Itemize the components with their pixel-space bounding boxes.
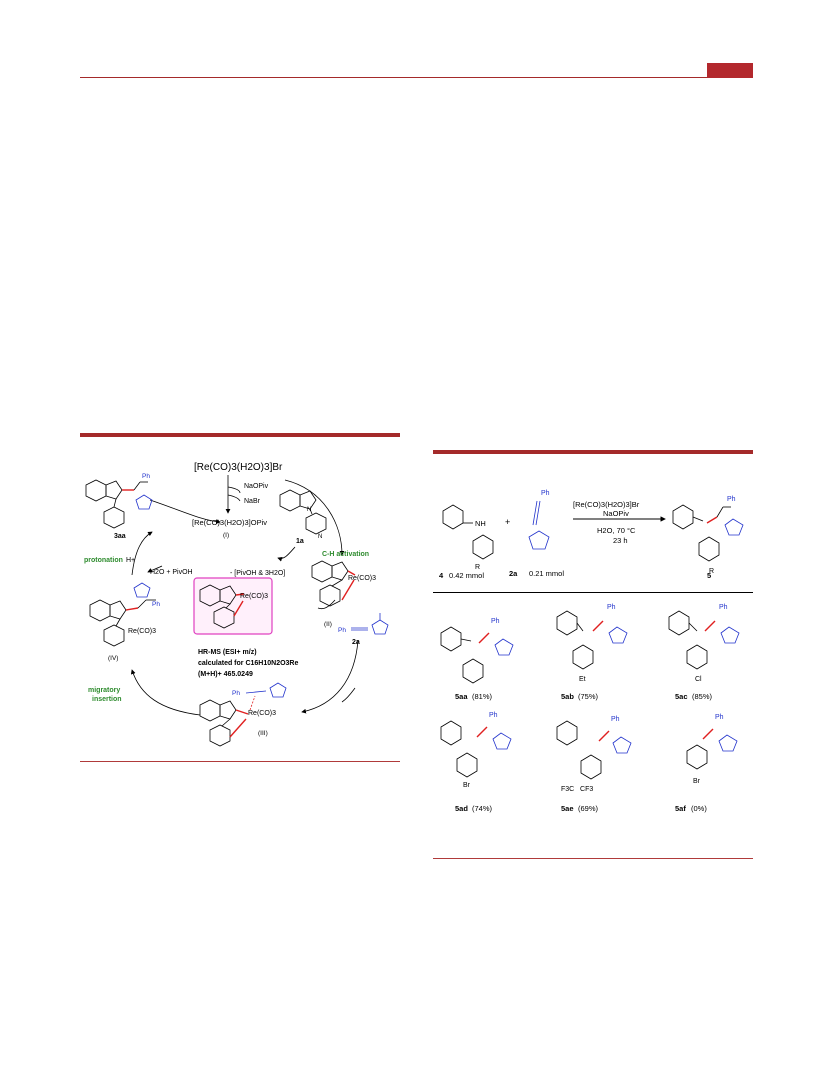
- alkyne-2a-label: 2a: [352, 639, 360, 646]
- intermediate-IV-label: (IV): [108, 655, 118, 662]
- intermediate-I-label: (I): [223, 532, 229, 539]
- ph-5ad: Ph: [489, 712, 498, 719]
- cycle-arc-top: [149, 499, 221, 524]
- product-3aa-structure: [85, 479, 148, 529]
- nh-label: NH: [475, 519, 486, 528]
- intermediate-IV-structure: [89, 599, 156, 647]
- sub-5ae: F3C CF3: [561, 786, 593, 793]
- reco3-label-III: Re(CO)3: [248, 710, 276, 717]
- cycle-arc-lower-right: [301, 639, 359, 714]
- reagent-naopiv: NaOPiv: [244, 483, 269, 490]
- scheme-divider: [433, 592, 753, 593]
- cycle-arc-right: [284, 479, 345, 556]
- substrate-4-amount: 0.42 mmol: [449, 571, 484, 580]
- plus-sign: +: [505, 517, 510, 527]
- product-id-5ac: 5ac: [675, 692, 688, 701]
- product-yield-5ae: (69%): [578, 804, 599, 813]
- hrms-title: HR-MS (ESI+ m/z): [198, 649, 257, 656]
- substrate-4-structure: [442, 504, 494, 560]
- water-pivoh: H2O + PivOH: [150, 569, 193, 576]
- step-migratory: migratory: [88, 687, 120, 694]
- n-atom: N: [318, 534, 322, 540]
- r-label-5: R: [709, 568, 714, 575]
- hrms-value: (M+H)+ 465.0249: [198, 671, 253, 678]
- ph-3aa: Ph: [142, 473, 150, 480]
- product-yield-5ad: (74%): [472, 804, 493, 813]
- product-id-5aa: 5aa: [455, 692, 468, 701]
- intermediate-III-structure: [199, 695, 256, 747]
- proton: H+: [126, 557, 135, 564]
- substrate-1a-label: 1a: [296, 538, 304, 545]
- hrms-highlight-box: [193, 577, 273, 635]
- n-atom: N: [307, 507, 311, 513]
- ph-5ac: Ph: [719, 604, 728, 611]
- ph-IV: Ph: [152, 601, 160, 608]
- ph-5ae: Ph: [611, 716, 620, 723]
- header-rule: [80, 77, 753, 78]
- byproduct-pivoh: - [PivOH & 3H2O]: [230, 570, 285, 577]
- product-5-label: 5: [707, 571, 711, 580]
- reco3-label-IV: Re(CO)3: [128, 628, 156, 635]
- additive: NaOPiv: [603, 509, 629, 518]
- intermediate-I: [Re(CO)3(H2O)3]OPiv: [192, 518, 267, 527]
- mechanism-figure: [Re(CO)3(H2O)3]Br NaOPiv NaBr [Re(CO)3(H…: [84, 462, 389, 747]
- step-ch-activation: C-H activation: [322, 551, 369, 558]
- figure-left-bottom-rule: [80, 761, 400, 762]
- sub-5ac: Cl: [695, 676, 702, 683]
- substrate-4-label: 4: [439, 571, 444, 580]
- substrate-2a-amount: 0.21 mmol: [529, 569, 564, 578]
- intermediate-II-label: (II): [324, 621, 332, 628]
- substrate-2a-label: 2a: [509, 569, 518, 578]
- hrms-calc: calculated for C16H10N2O3Re: [198, 660, 298, 667]
- ph-5aa: Ph: [491, 618, 500, 625]
- start-reagent: [Re(CO)3(H2O)3]Br: [194, 462, 283, 473]
- reco3-label: Re(CO)3: [348, 575, 376, 582]
- r-label: R: [475, 564, 480, 571]
- substrate-2a-structure: [528, 500, 550, 550]
- page-number-tab: [707, 63, 753, 78]
- time: 23 h: [613, 536, 628, 545]
- intermediate-III-label: (III): [258, 730, 268, 737]
- figure-right-bottom-rule: [433, 858, 753, 859]
- ph-5af: Ph: [715, 714, 724, 721]
- cycle-arc-left: [131, 531, 153, 576]
- ph-2a: Ph: [541, 490, 550, 497]
- product-5-structure: [672, 504, 731, 562]
- byproduct-nabr: NaBr: [244, 498, 261, 505]
- product-3aa-label: 3aa: [114, 533, 126, 540]
- product-id-5ad: 5ad: [455, 804, 468, 813]
- ph-5: Ph: [727, 496, 736, 503]
- alkyne-ph-III: Ph: [232, 690, 240, 697]
- conditions: H2O, 70 °C: [597, 526, 636, 535]
- sub-5af: Br: [693, 778, 701, 785]
- product-yield-5ab: (75%): [578, 692, 599, 701]
- alkyne-ph: Ph: [338, 627, 346, 634]
- ph-5ab: Ph: [607, 604, 616, 611]
- product-yield-5aa: (81%): [472, 692, 493, 701]
- step-insertion: insertion: [92, 696, 122, 703]
- reco3-label-hrms: Re(CO)3: [240, 593, 268, 600]
- step-protonation: protonation: [84, 557, 123, 564]
- product-yield-5ac: (85%): [692, 692, 713, 701]
- product-yield-5af: (0%): [691, 804, 707, 813]
- product-enamine-bonds: [476, 620, 716, 742]
- product-oxazolidinones: [492, 626, 740, 754]
- intermediate-II-structure: [311, 560, 356, 607]
- figure-right-top-rule: [433, 450, 753, 454]
- scope-scheme: NH R 4 0.42 mmol + Ph 2a 0.21 mmol [Re(C…: [439, 490, 744, 813]
- cycle-arc-lower-left: [130, 669, 201, 716]
- product-id-5ae: 5ae: [561, 804, 574, 813]
- sub-5ab: Et: [579, 676, 586, 683]
- substrate-1a-structure: [279, 489, 327, 535]
- catalyst: [Re(CO)3(H2O)3]Br: [573, 500, 640, 509]
- product-id-5ab: 5ab: [561, 692, 574, 701]
- product-structures: [440, 610, 708, 780]
- product-id-5af: 5af: [675, 804, 686, 813]
- figure-left-top-rule: [80, 433, 400, 437]
- sub-5ad: Br: [463, 782, 471, 789]
